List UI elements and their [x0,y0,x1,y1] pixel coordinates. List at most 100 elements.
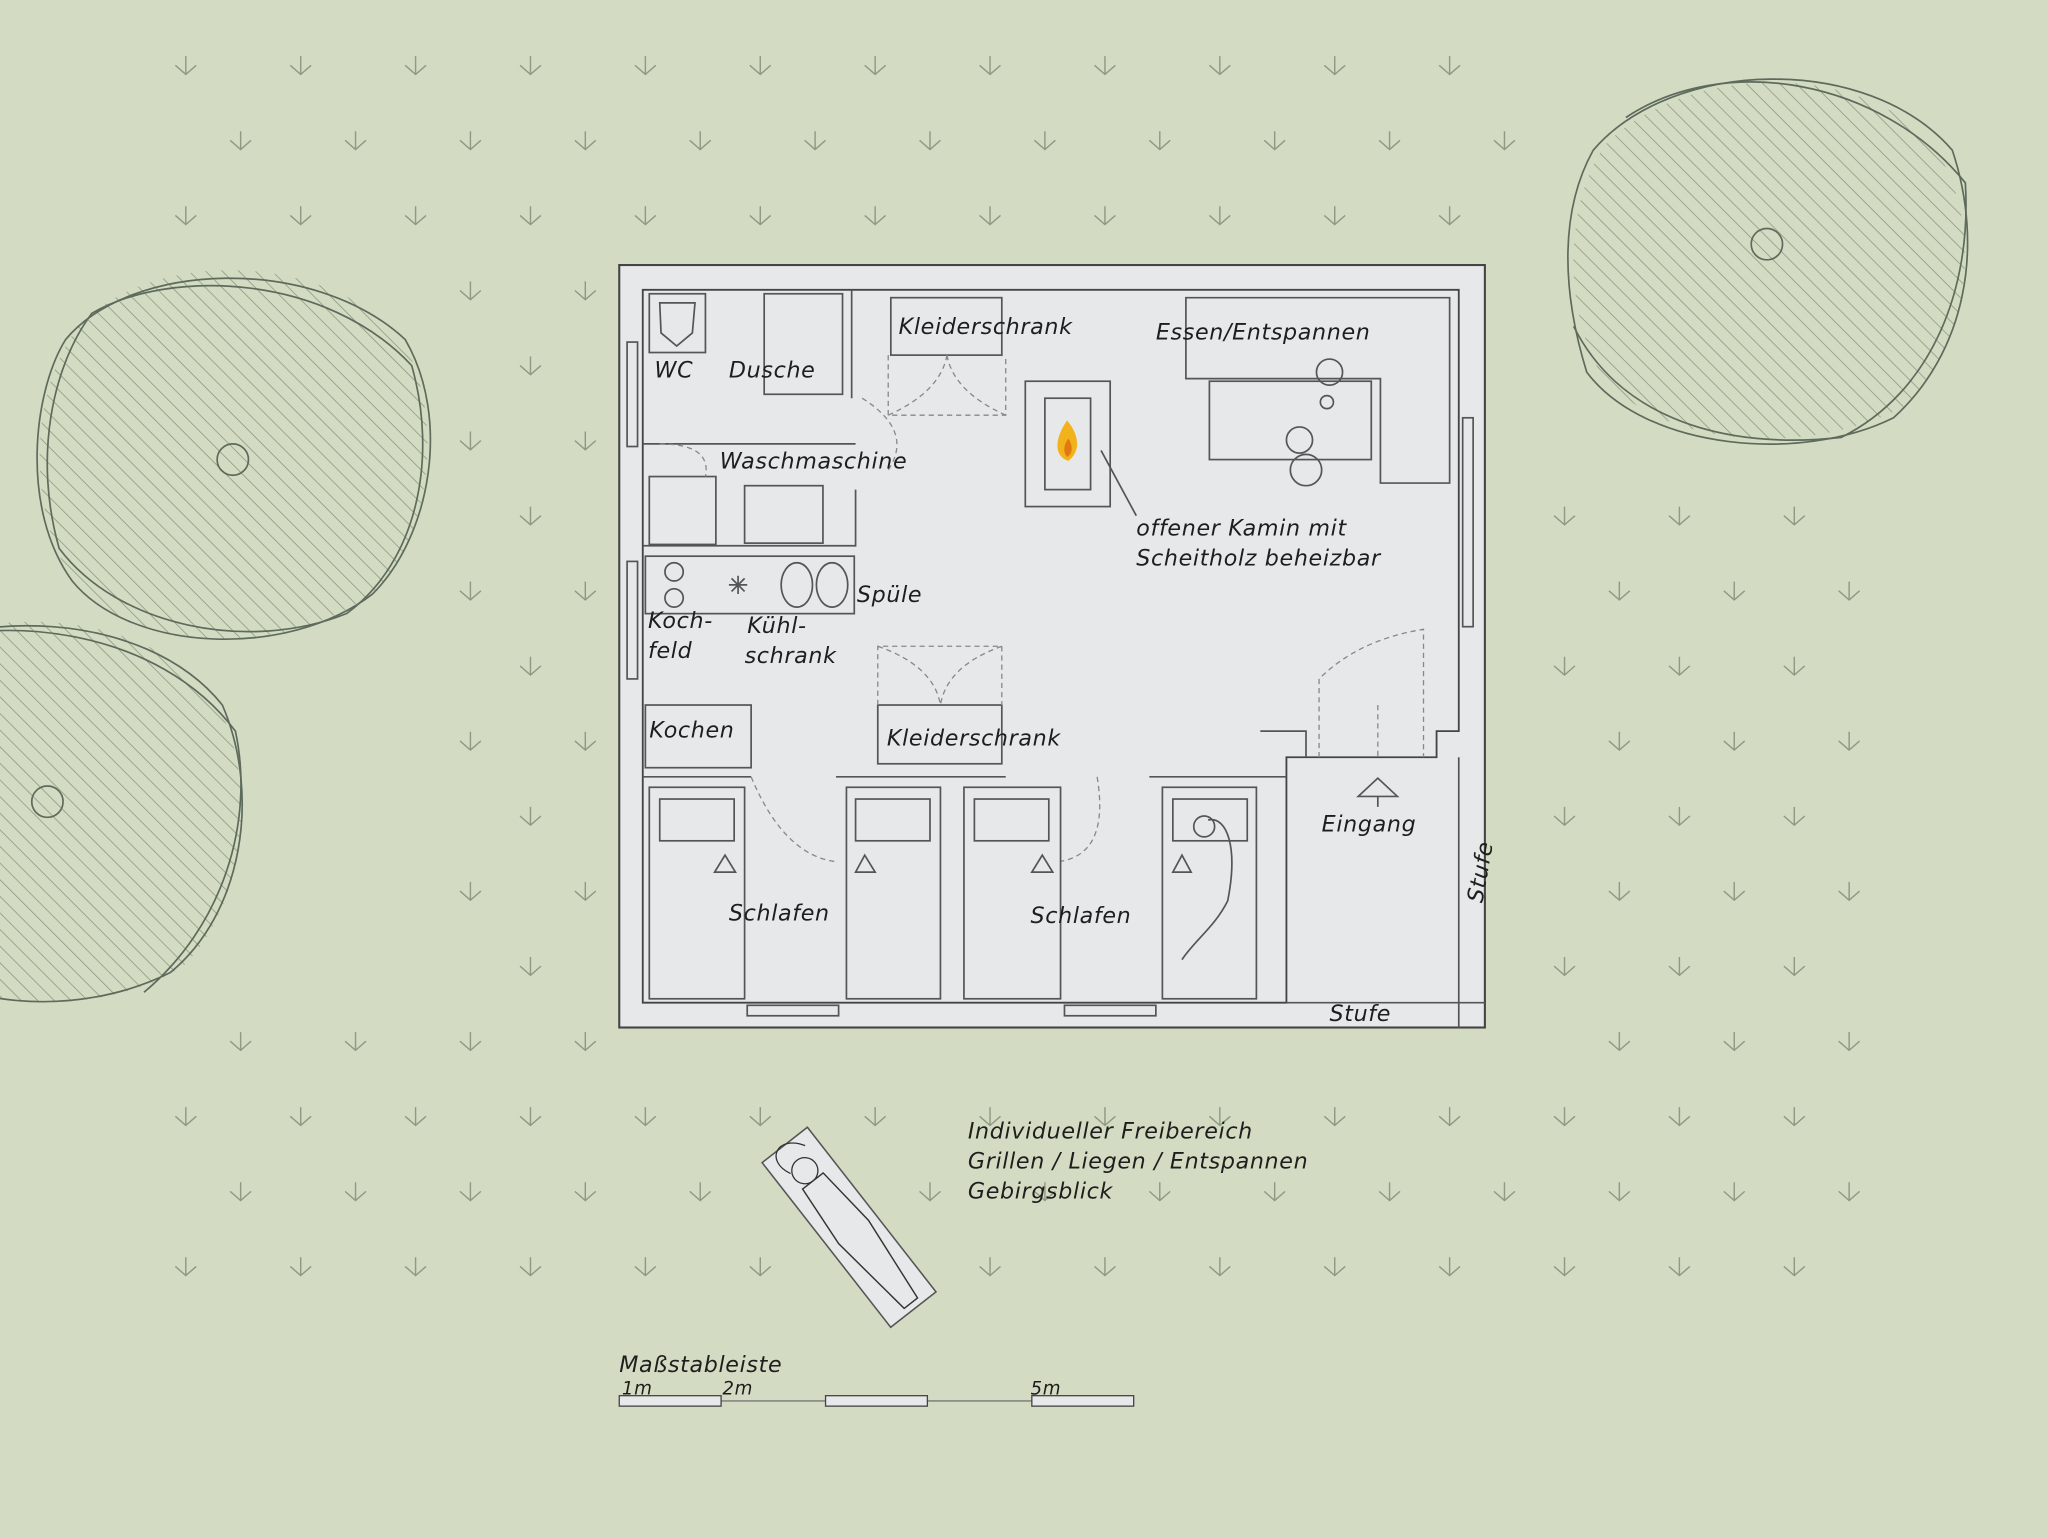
grass-icon [519,506,542,526]
bench [1185,296,1451,484]
sun-lounger [761,1126,938,1329]
grass-icon [404,1107,427,1127]
label-kuehl-1: Kühl- [747,613,807,639]
grass-icon [229,1032,252,1052]
grass-icon [174,56,197,76]
grass-icon [289,1107,312,1127]
grass-icon [459,131,482,151]
grass-icon [1723,581,1746,601]
grass-icon [1493,131,1516,151]
grass-icon [459,281,482,301]
kochen-counter [644,704,752,769]
grass-icon [1148,1182,1171,1202]
label-kleiderschrank-top: Kleiderschrank [899,314,1073,340]
grass-icon [459,731,482,752]
grass-icon [1094,56,1116,76]
tree-top-left [36,270,432,641]
grass-icon [1608,881,1631,902]
grass-icon [1553,1257,1576,1277]
grass-icon [1378,1182,1401,1202]
wash-basin [743,484,824,544]
grass-icon [1323,1107,1346,1127]
label-waschmaschine: Waschmaschine [720,449,908,475]
label-essen: Essen/Entspannen [1156,319,1371,345]
grass-icon [634,56,657,76]
grass-icon [574,281,597,301]
grass-icon [1208,1257,1231,1277]
outdoor-line-2: Grillen / Liegen / Entspannen [968,1149,1308,1175]
grass-icon [1438,1257,1461,1277]
grass-icon [519,806,542,827]
bed-2 [845,786,942,1000]
grass-icon [1608,581,1631,601]
grass-icon [1208,206,1231,226]
grass-icon [289,206,312,226]
windows [626,341,1474,1017]
grass-icon [1208,56,1231,76]
grass-icon [1783,1107,1806,1127]
label-wc: WC [655,357,694,383]
bed-4 [1161,786,1258,1000]
washing-machine [648,475,717,546]
grass-icon [689,131,712,151]
label-kochfeld-2: feld [648,638,693,664]
grass-icon [1033,1182,1056,1202]
label-kamin-2: Scheitholz beheizbar [1136,545,1382,571]
label-spuele: Spüle [857,582,922,608]
grass-icon [289,56,312,76]
label-schlafen-right: Schlafen [1031,903,1132,929]
grass-icon [1838,1182,1861,1202]
grass-icon [1838,581,1861,601]
grass-icon [1148,131,1171,151]
grass-icon [459,581,482,601]
grass-icon [1723,731,1746,752]
grass-icon [634,206,657,226]
grass-icon [344,131,367,151]
grass-icon [519,656,542,676]
grass-icon [519,356,542,376]
grass-icon [1263,1182,1286,1202]
grass-icon [519,56,542,76]
scale-tick-5m: 5m [1031,1378,1062,1399]
grass-icon [1668,806,1691,827]
grass-icon [749,1107,772,1127]
grass-icon [404,1257,427,1277]
grass-icon [1094,1257,1116,1277]
grass-icon [404,56,427,76]
label-kochfeld-1: Koch- [648,608,713,634]
beds [648,786,1258,1000]
grass-icon [1608,731,1631,752]
grass-icon [1723,1032,1746,1052]
grass-icon [1553,806,1576,827]
grass-icon [1553,1107,1576,1127]
grass-icon [689,1182,712,1202]
grass-icon [174,1107,197,1127]
grass-icon [749,56,772,76]
fridge-symbol [728,575,748,595]
tree-bottom-left [0,621,244,1003]
grass-icon [459,881,482,902]
dining-persons [1285,358,1344,487]
grass-icon [1323,206,1346,226]
label-kochen: Kochen [649,718,734,744]
grass-icon [1838,881,1861,902]
house [618,263,1486,1029]
grass-icon [1553,656,1576,676]
cooktop [664,561,685,608]
grass-icon [1838,1032,1861,1052]
wardrobe-middle [876,704,1003,765]
grass-icon [344,1032,367,1052]
grass-icon [519,1257,542,1277]
grass-icon [1668,656,1691,676]
scale-bar: Maßstableiste 1m 2m 5m [618,1352,1135,1407]
grass-icon [1668,957,1691,977]
grass-icon [519,1107,542,1127]
grass-icon [1783,957,1806,977]
outdoor-line-3: Gebirgsblick [968,1179,1114,1205]
grass-icon [1783,1257,1806,1277]
grass-icon [1323,1257,1346,1277]
grass-icon [864,206,887,226]
grass-icon [919,131,941,151]
grass-icon [1323,56,1346,76]
scale-tick-2m: 2m [722,1378,753,1399]
